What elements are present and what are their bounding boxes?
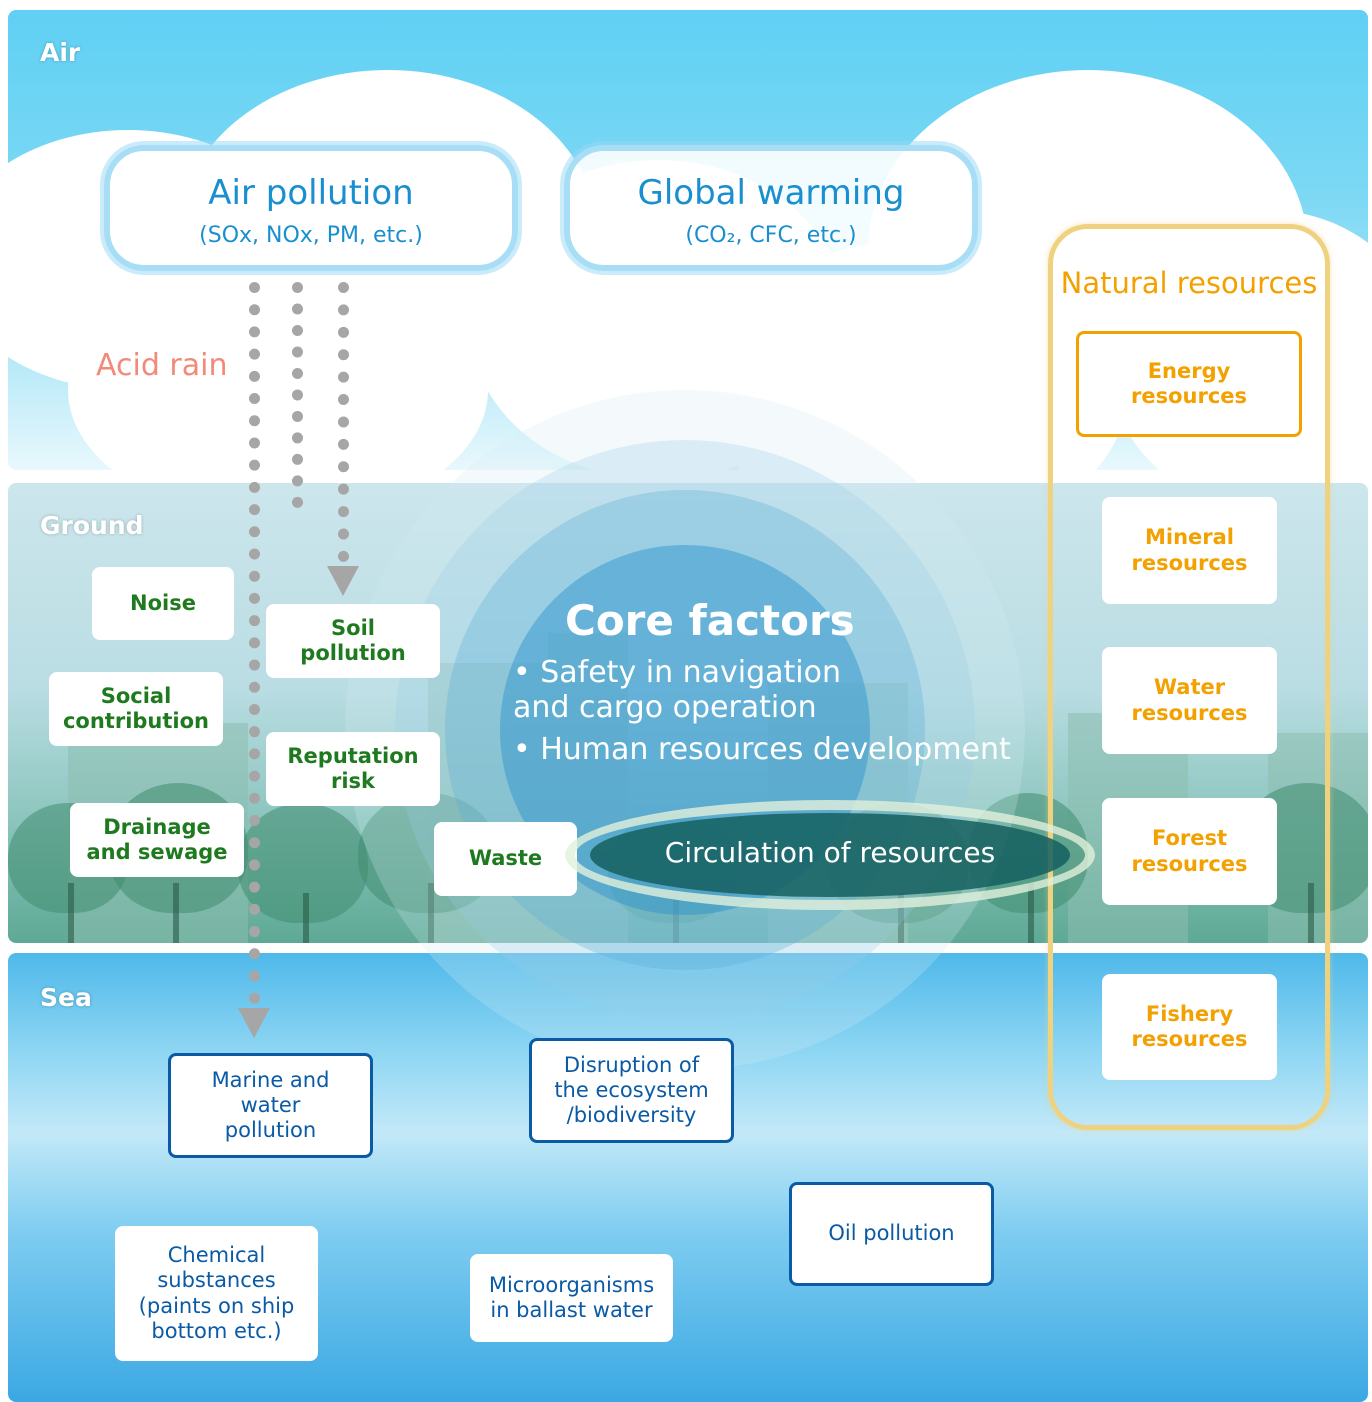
dotted-line-acid-rain <box>292 282 303 508</box>
dotted-line-to-sea <box>249 282 260 1004</box>
global-warming-title: Global warming <box>637 173 905 213</box>
global-warming-box: Global warming (CO₂, CFC, etc.) <box>564 145 978 271</box>
core-ripple-outer <box>345 390 1025 1070</box>
social-contribution-box: Social contribution <box>49 672 223 746</box>
tree-trunk <box>673 893 679 943</box>
tree-trunk <box>898 893 904 943</box>
zone-label-ground: Ground <box>40 511 144 540</box>
noise-box: Noise <box>92 567 234 640</box>
core-factors-title: Core factors <box>565 596 855 645</box>
acid-rain-label: Acid rain <box>96 348 228 383</box>
zone-label-air: Air <box>40 38 81 67</box>
energy-resources-box: Energy resources <box>1076 331 1302 437</box>
tree-trunk <box>1028 883 1034 943</box>
tree-trunk <box>1308 883 1314 943</box>
core-ripple <box>395 440 975 1020</box>
fishery-resources-box: Fishery resources <box>1102 974 1277 1080</box>
air-pollution-box: Air pollution (SOx, NOx, PM, etc.) <box>104 145 518 271</box>
tree-trunk <box>173 883 179 943</box>
circulation-label: Circulation of resources <box>664 836 996 869</box>
forest-resources-box: Forest resources <box>1102 798 1277 905</box>
reputation-risk-box: Reputation risk <box>266 732 440 806</box>
zone-label-sea: Sea <box>40 983 92 1012</box>
tree-trunk <box>428 883 434 943</box>
dotted-line-to-soil <box>338 282 349 562</box>
microorganisms-box: Microorganisms in ballast water <box>470 1254 673 1342</box>
oil-pollution-box: Oil pollution <box>789 1182 994 1286</box>
arrow-head-to-soil <box>327 566 359 596</box>
arrow-head-to-sea <box>238 1008 270 1038</box>
core-item-human-resources: • Human resources development <box>513 732 1011 767</box>
chemical-substances-box: Chemical substances (paints on ship bott… <box>115 1226 318 1361</box>
cloud-shape <box>68 260 488 470</box>
circulation-ring <box>565 800 1095 910</box>
soil-pollution-box: Soil pollution <box>266 604 440 678</box>
air-pollution-sub: (SOx, NOx, PM, etc.) <box>199 223 423 248</box>
core-item-safety: • Safety in navigation and cargo operati… <box>513 655 841 725</box>
natural-resources-title: Natural resources <box>1060 266 1318 300</box>
marine-pollution-box: Marine and water pollution <box>168 1053 373 1158</box>
tree-trunk <box>303 893 309 943</box>
circulation-ellipse <box>590 813 1070 897</box>
mineral-resources-box: Mineral resources <box>1102 497 1277 604</box>
global-warming-sub: (CO₂, CFC, etc.) <box>685 223 857 248</box>
waste-box: Waste <box>434 822 577 896</box>
tree-trunk <box>68 883 74 943</box>
ecosystem-disruption-box: Disruption of the ecosystem /biodiversit… <box>529 1038 734 1143</box>
air-pollution-title: Air pollution <box>208 173 414 213</box>
natural-resources-panel <box>1048 224 1330 1130</box>
drainage-sewage-box: Drainage and sewage <box>70 803 244 877</box>
water-resources-box: Water resources <box>1102 647 1277 754</box>
